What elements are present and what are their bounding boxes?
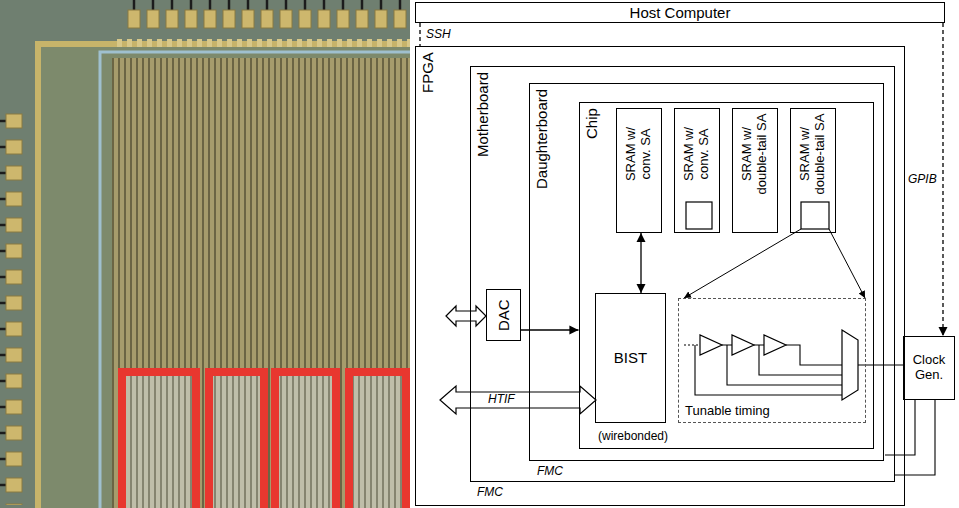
contact-row [115,38,410,48]
bond-pads [125,8,410,30]
connector-name: FMC [536,465,564,479]
clock-box: Clock Gen. [903,336,955,400]
bus-name: HTIF [487,393,516,407]
node-text: Clock Gen. [904,353,954,383]
sram-bank [209,372,264,508]
die-core [40,46,410,508]
sub-block [801,202,829,229]
sram-box: SRAM w/ double-tail SA [732,108,778,233]
node-text: SRAM w/ conv. SA [682,111,712,197]
node-text: Motherboard [474,71,491,156]
sram-box: SRAM w/ double-tail SA [790,108,836,233]
buffer-symbol [732,335,754,355]
sub-block [686,202,712,229]
node-text: Chip [583,108,600,139]
highlight-box [275,372,336,508]
node-text: BIST [614,349,647,366]
node-text: SRAM w/ double-tail SA [798,111,828,197]
bus-arrow [440,386,596,414]
clock-wire [858,364,903,365]
node-text: SRAM w/ double-tail SA [740,111,770,197]
host-box: Host Computer [415,2,945,23]
sram-box: SRAM w/ conv. SA [616,108,662,233]
link-label: SSH [426,28,451,42]
connector-name: FMC [476,486,504,500]
dashed-link [419,23,420,46]
guard-ring [100,52,410,508]
link-label: GPIB [908,173,937,187]
timing-region: Tunable timing [678,298,866,423]
chip-box: Chip SRAM w/ conv. SA SRAM w/ conv. SA SRAM… [579,102,874,449]
sram-bank [349,372,406,508]
board-box: Daughterboard Chip SRAM w/ conv. SA SRAM w/… [529,83,884,461]
clock-wire [885,400,935,475]
seal-ring [38,44,410,508]
node-text: Daughterboard [533,89,550,189]
bond-pads [3,110,25,505]
bist-box: BIST [595,293,666,423]
node-text: Tunable timing [685,404,770,419]
board-box: Motherboard Daughterboard Chip SRAM w/ conv… [470,66,895,482]
highlight-box [122,372,196,508]
dac-box: DAC [486,289,521,341]
highlight-box [349,372,406,508]
highlight-box [209,372,264,508]
dashed-link [942,23,943,336]
sram-bank [275,372,336,508]
zoom-arrow [829,229,865,298]
note-text: (wirebonded) [597,430,669,444]
sram-box: SRAM w/ conv. SA [674,108,720,233]
chip-photo [0,0,410,508]
tap-wires [695,345,842,395]
mux-symbol [842,330,858,400]
node-text: Host Computer [630,4,731,21]
sram-bank [122,372,196,508]
node-text: SRAM w/ conv. SA [624,111,654,197]
node-text: DAC [495,299,512,331]
buffer-symbol [764,335,786,355]
zoom-arrow [684,229,801,298]
buffer-symbol [700,335,722,355]
bus-arrow [446,306,486,326]
node-text: FPGA [419,52,436,93]
input-wire [684,344,700,345]
signal-arrow [640,233,641,293]
